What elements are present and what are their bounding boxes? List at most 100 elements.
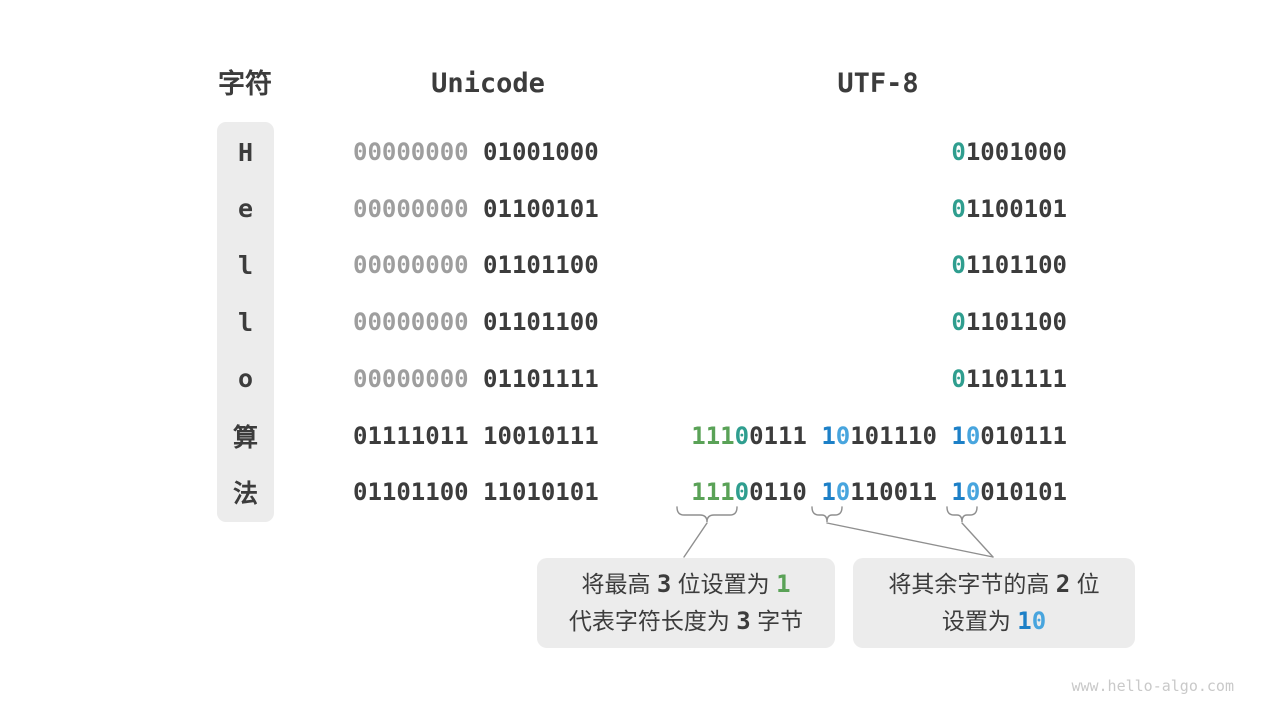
column-header-character: 字符 [218,69,272,99]
text-segment: 0 [951,251,966,280]
text-segment: 00000000 [353,308,469,337]
character-glyph: 法 [232,480,258,509]
text-segment: 0 [951,308,966,337]
text-segment: 2 [1055,570,1071,598]
text-segment: 1101111 [965,364,1067,393]
text-segment: 将最高 [581,571,657,597]
text-segment: 0 [734,421,750,450]
text-segment: 1 [821,421,836,450]
character-glyph: o [237,364,254,394]
text-segment: 00000000 [353,194,469,223]
unicode-binary-cell: 00000000 01001000 [353,124,599,180]
text-segment: 0 [951,364,966,393]
character-cell: o [217,351,274,407]
text-segment: 0 [1031,607,1047,635]
text-segment: 位设置为 [671,571,777,597]
column-header-utf8: UTF-8 [837,68,919,99]
text-segment: 1100101 [965,194,1067,223]
column-header-unicode: Unicode [431,68,545,99]
unicode-binary-cell: 00000000 01101111 [353,351,599,407]
text-segment: 字节 [750,608,804,634]
text-segment: 010101 [980,478,1067,507]
unicode-binary-cell: 00000000 01100101 [353,181,599,237]
character-cell: l [217,294,274,350]
text-segment: 111 [691,478,735,507]
unicode-binary-cell: 00000000 01101100 [353,294,599,350]
text-segment: 将其余字节的高 [888,571,1056,597]
callout-text-line: 将其余字节的高 2 位 [888,566,1099,603]
text-segment: 0110 [749,478,822,507]
text-segment: 1 [1017,607,1032,635]
text-segment: 00000000 [353,138,469,166]
text-segment: 1 [951,421,966,450]
text-segment: 0 [951,138,966,166]
callout-continuation-byte-rule: 将其余字节的高 2 位设置为 10 [853,558,1135,648]
character-glyph: e [237,194,254,224]
character-cell: 法 [217,464,274,520]
text-segment: 3 [736,607,751,635]
text-segment: 0 [734,478,750,507]
text-segment: 111 [691,421,735,450]
connector-line-leading [683,522,708,558]
text-segment: 0 [965,478,981,507]
text-segment: 010111 [980,421,1067,450]
text-segment: 1 [951,478,966,507]
character-cell: e [217,181,274,237]
character-glyph: H [237,137,254,167]
callout-text-line: 将最高 3 位设置为 1 [581,566,790,603]
text-segment: 110011 [850,478,952,507]
character-cell: l [217,237,274,293]
text-segment: 01101100 [468,251,599,280]
text-segment: 1001000 [965,138,1067,166]
text-segment: 代表字符长度为 [568,608,737,634]
connector-line-continuation-2 [961,522,994,558]
text-segment: 01111011 10010111 [353,421,599,450]
text-segment: 01101100 11010101 [353,478,599,507]
text-segment: 01101100 [468,308,599,337]
text-segment: 01100101 [468,194,599,223]
text-segment: 1101100 [965,251,1067,280]
text-segment: 0 [965,421,981,450]
text-segment: 位 [1070,571,1100,597]
character-cell: 算 [217,408,274,464]
watermark: www.hello-algo.com [1071,677,1234,695]
text-segment: 01001000 [468,138,599,166]
text-segment: 0111 [749,421,822,450]
text-segment: 0 [835,421,851,450]
text-segment: 00000000 [353,364,469,393]
text-segment: 00000000 [353,251,469,280]
character-column-background [217,122,274,522]
callout-text-line: 代表字符长度为 3 字节 [569,603,803,640]
unicode-binary-cell: 01111011 10010111 [353,408,599,464]
text-segment: 1 [776,570,791,598]
unicode-binary-cell: 01101100 11010101 [353,464,599,520]
character-glyph: 算 [232,423,258,452]
callout-text-line: 设置为 10 [942,603,1046,640]
text-segment: 01101111 [468,364,599,393]
text-segment: 101110 [850,421,952,450]
character-glyph: l [237,250,254,280]
text-segment: 设置为 [941,608,1018,634]
character-cell: H [217,124,274,180]
unicode-binary-cell: 00000000 01101100 [353,237,599,293]
text-segment: 0 [951,194,966,223]
text-segment: 1 [821,478,836,507]
text-segment: 3 [656,570,672,598]
text-segment: 1101100 [965,308,1067,337]
text-segment: 0 [835,478,851,507]
connector-line-continuation-1 [826,522,994,558]
